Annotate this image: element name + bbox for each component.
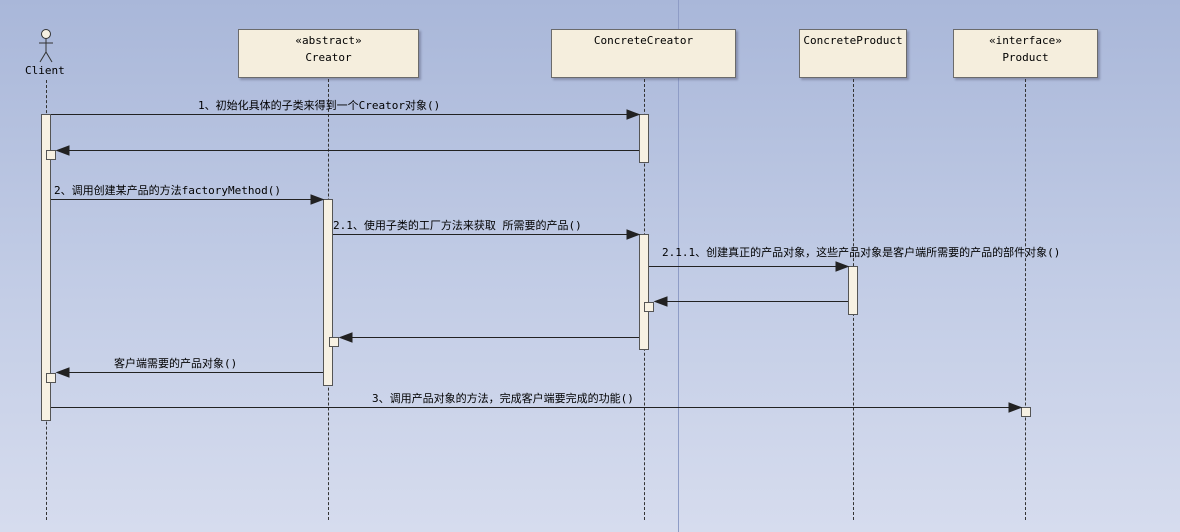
arrowhead — [310, 194, 325, 205]
activation-concrete-creator-1 — [639, 114, 649, 163]
actor-icon — [39, 29, 53, 63]
return-activation — [329, 337, 339, 347]
return-activation — [46, 373, 56, 383]
participant-name: ConcreteCreator — [593, 34, 694, 47]
activation-concrete-product — [848, 266, 858, 315]
arrowhead — [835, 261, 850, 272]
arrowhead — [338, 332, 353, 343]
return-activation — [1021, 407, 1031, 417]
message-label-m2r: 客户端需要的产品对象() — [114, 357, 238, 370]
return-activation — [46, 150, 56, 160]
activation-creator — [323, 199, 333, 386]
arrowhead — [626, 109, 641, 120]
actor-label: Client — [25, 64, 65, 77]
arrowhead — [55, 367, 70, 378]
participant-concrete-product[interactable]: ConcreteProduct — [799, 29, 907, 78]
participant-name: Product — [1002, 51, 1049, 64]
participant-concrete-creator[interactable]: ConcreteCreator — [551, 29, 736, 78]
activation-concrete-creator-2 — [639, 234, 649, 350]
arrowhead — [626, 229, 641, 240]
return-activation — [644, 302, 654, 312]
participant-stereotype: «interface» — [989, 34, 1062, 47]
participant-product[interactable]: «interface» Product — [953, 29, 1098, 78]
message-label-m211: 2.1.1、创建真正的产品对象，这些产品对象是客户端所需要的产品的部件对象() — [662, 246, 1061, 259]
message-label-m21: 2.1、使用子类的工厂方法来获取 所需要的产品() — [333, 219, 582, 232]
participant-name: ConcreteProduct — [803, 34, 903, 47]
message-label-m1: 1、初始化具体的子类来得到一个Creator对象() — [198, 99, 441, 112]
arrowhead — [653, 296, 668, 307]
arrowhead — [1008, 402, 1023, 413]
lifeline-product — [1025, 79, 1026, 520]
arrowhead — [55, 145, 70, 156]
message-label-m2: 2、调用创建某产品的方法factoryMethod() — [54, 184, 281, 197]
message-label-m3: 3、调用产品对象的方法，完成客户端要完成的功能() — [372, 392, 634, 405]
participant-creator[interactable]: «abstract» Creator — [238, 29, 419, 78]
activation-client — [41, 114, 51, 421]
participant-stereotype: «abstract» — [295, 34, 362, 47]
participant-name: Creator — [305, 51, 352, 64]
